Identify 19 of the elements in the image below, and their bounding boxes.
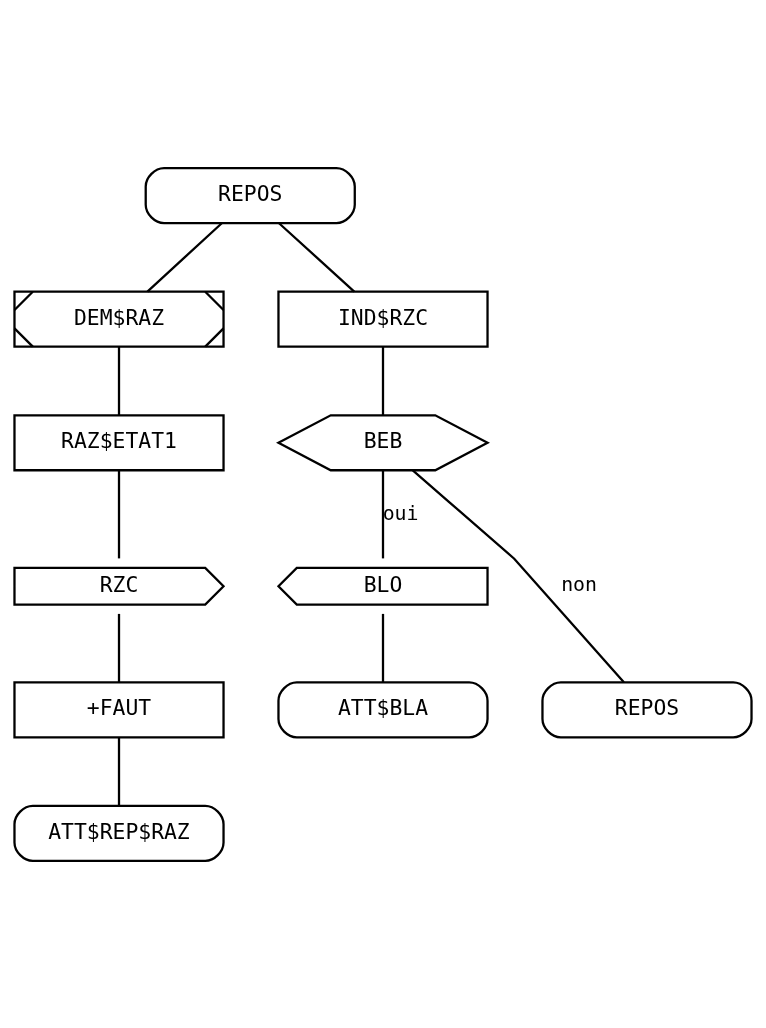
node-box: IND$RZC (277, 290, 489, 348)
connector (117, 346, 121, 415)
connector (117, 470, 121, 558)
node-box: ATT$BLA (277, 680, 489, 738)
connector (381, 346, 385, 415)
node-box: ATT$REP$RAZ (13, 804, 225, 862)
edge-label: non (561, 572, 597, 596)
connector (117, 613, 121, 682)
node-box: REPOS (144, 166, 356, 224)
connector (381, 613, 385, 682)
node-box: +FAUT (13, 680, 225, 738)
node-box: RAZ$ETAT1 (13, 413, 225, 471)
connector (412, 468, 625, 683)
edge-label: oui (382, 501, 419, 525)
connector (381, 470, 385, 558)
node-box: REPOS (541, 680, 753, 738)
connector (117, 737, 121, 806)
connector (146, 221, 223, 292)
connector (278, 221, 356, 292)
